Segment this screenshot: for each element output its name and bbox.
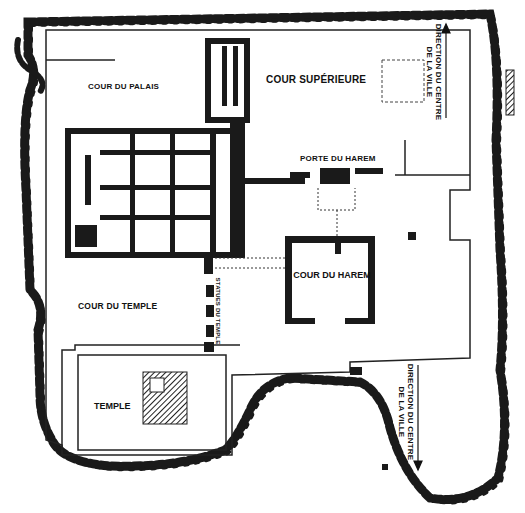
place-label: DIRECTION DU CENTRE DE LA VILLE [396,362,414,462]
place-label: STATUES DU TEMPLE [214,276,221,346]
place-label: COUR DU PALAIS [88,83,159,92]
court-region: COUR DU HAREM [292,243,372,318]
place-label: DIRECTION DU CENTRE DE LA VILLE [424,22,442,122]
place-label: COUR DU TEMPLE [78,302,157,311]
court-label: COUR DU HAREM [292,270,372,280]
place-label: COUR SUPÉRIEURE [266,74,366,85]
court-region: TEMPLE [80,357,146,448]
place-label: PORTE DU HAREM [300,155,376,164]
court-label: TEMPLE [94,401,146,411]
